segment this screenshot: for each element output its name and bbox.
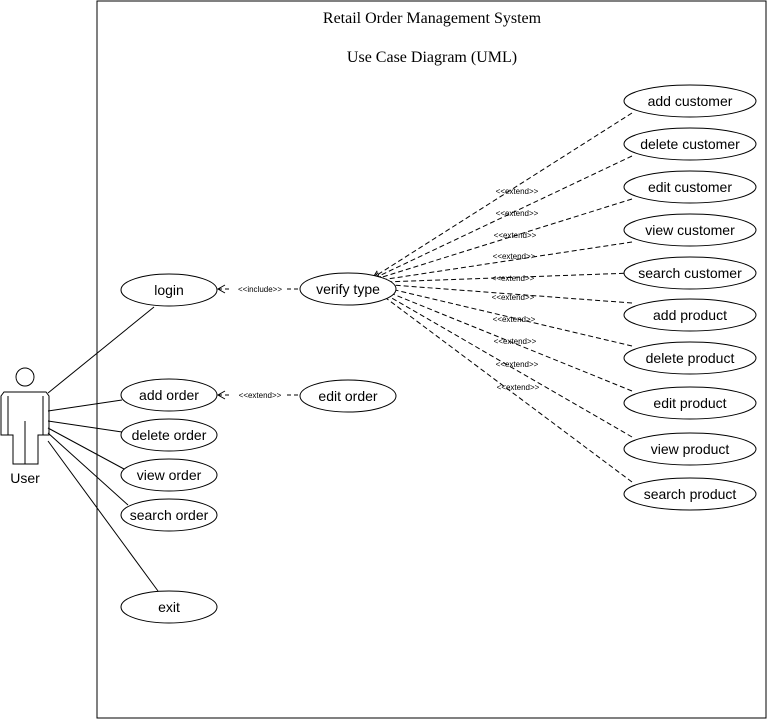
extend-label-view-product: <<extend>>	[496, 360, 539, 369]
association-view-order	[47, 427, 125, 470]
svg-text:edit product: edit product	[653, 395, 726, 411]
actor-user: User	[0, 367, 50, 486]
use-case-delete-order: delete order	[120, 418, 218, 452]
extend-label-add-product: <<extend>>	[492, 293, 535, 302]
use-case-delete-customer: delete customer	[623, 127, 757, 161]
svg-text:edit order: edit order	[318, 388, 377, 404]
extend-line-view-customer	[372, 241, 633, 282]
svg-text:add order: add order	[139, 387, 199, 403]
use-case-search-order: search order	[120, 498, 218, 532]
extend-line-search-product	[372, 287, 633, 483]
svg-text:edit customer: edit customer	[648, 179, 732, 195]
extend-label-edit-order: <<extend>>	[239, 391, 282, 400]
include-label: <<include>>	[238, 285, 282, 294]
use-case-delete-product: delete product	[623, 341, 757, 375]
extend-label-add-customer: <<extend>>	[496, 187, 539, 196]
use-case-view-customer: view customer	[623, 213, 757, 247]
extend-line-delete-product	[372, 284, 633, 347]
svg-text:exit: exit	[158, 599, 180, 615]
stick-figure-actor-icon	[0, 367, 50, 465]
use-case-exit: exit	[120, 590, 218, 624]
svg-text:search order: search order	[130, 507, 209, 523]
extend-label-edit-product: <<extend>>	[494, 337, 537, 346]
svg-text:search customer: search customer	[638, 265, 742, 281]
extend-line-edit-customer	[372, 198, 633, 281]
extend-label-delete-product: <<extend>>	[493, 315, 536, 324]
use-case-edit-order: edit order	[299, 379, 397, 413]
use-case-add-order: add order	[120, 378, 218, 412]
extend-label-view-customer: <<extend>>	[493, 252, 536, 261]
association-login	[47, 306, 155, 394]
extend-line-edit-product	[372, 285, 633, 392]
svg-text:view product: view product	[651, 441, 730, 457]
svg-text:delete product: delete product	[646, 350, 735, 366]
association-delete-order	[47, 420, 123, 433]
diagram-subtitle: Use Case Diagram (UML)	[347, 49, 517, 66]
svg-text:search product: search product	[644, 486, 737, 502]
actor-associations	[47, 306, 159, 592]
diagram-title: Retail Order Management System	[323, 10, 542, 27]
use-case-login: login	[120, 273, 218, 307]
use-case-edit-customer: edit customer	[623, 170, 757, 204]
extend-label-edit-customer: <<extend>>	[494, 231, 537, 240]
use-case-verify-type: verify type	[299, 272, 397, 306]
association-search-order	[47, 432, 129, 506]
use-case-view-order: view order	[120, 458, 218, 492]
svg-text:login: login	[154, 282, 184, 298]
extend-line-search-customer	[372, 272, 633, 283]
extend-label-delete-customer: <<extend>>	[496, 209, 539, 218]
extend-label-search-customer: <<extend>>	[492, 274, 535, 283]
extend-label-search-product: <<extend>>	[497, 383, 540, 392]
extend-line-add-product	[372, 283, 633, 304]
use-case-search-product: search product	[623, 477, 757, 511]
use-case-view-product: view product	[623, 432, 757, 466]
svg-text:add product: add product	[653, 307, 727, 323]
svg-text:view order: view order	[137, 467, 202, 483]
svg-text:delete customer: delete customer	[640, 136, 740, 152]
svg-text:view customer: view customer	[645, 222, 735, 238]
actor-label: User	[10, 470, 40, 486]
svg-text:add customer: add customer	[648, 93, 733, 109]
extend-line-add-customer	[372, 112, 633, 279]
extend-line-view-product	[372, 286, 633, 438]
association-add-order	[47, 399, 123, 412]
svg-text:verify type: verify type	[316, 281, 380, 297]
association-exit	[47, 440, 159, 592]
use-case-edit-product: edit product	[623, 386, 757, 420]
svg-text:delete order: delete order	[132, 427, 207, 443]
include-login-verify: <<include>>	[216, 284, 300, 294]
use-case-search-customer: search customer	[623, 256, 757, 290]
use-case-add-customer: add customer	[623, 84, 757, 118]
use-case-add-product: add product	[623, 298, 757, 332]
extend-edit-order: <<extend>>	[216, 390, 300, 400]
